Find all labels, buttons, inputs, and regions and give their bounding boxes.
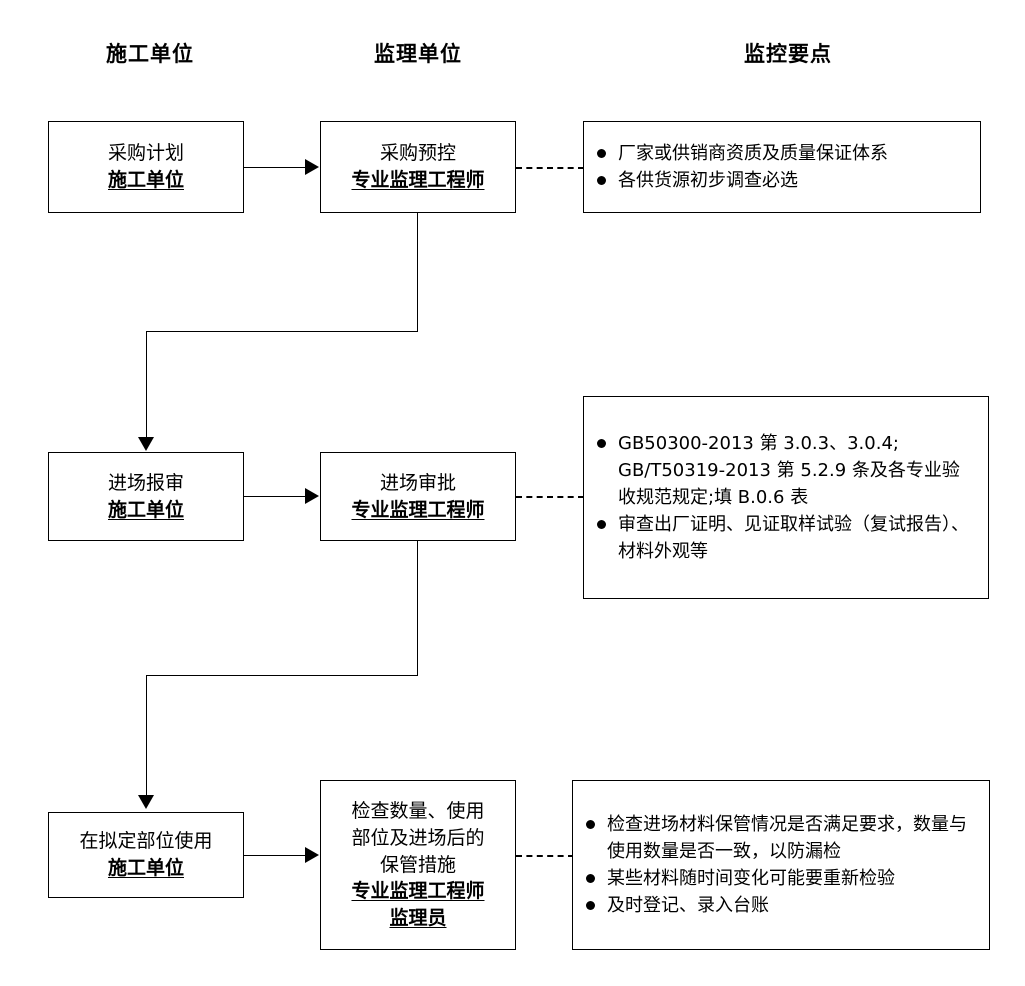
notes-panel-row1: 厂家或供销商资质及质量保证体系 各供货源初步调查必选 — [583, 121, 981, 213]
node-title-line-3: 保管措施 — [379, 853, 456, 876]
arrowhead-r2-mid — [305, 488, 319, 504]
arrowhead-r2-left — [138, 437, 154, 451]
bullet-icon — [597, 175, 606, 185]
note-item: 某些材料随时间变化可能要重新检验 — [585, 865, 975, 892]
note-text: 审查出厂证明、见证取样试验（复试报告）、材料外观等 — [618, 514, 969, 562]
connector-r2-down-segment-2 — [417, 541, 418, 676]
column-header-supervision: 监理单位 — [374, 42, 462, 66]
node-role: 施工单位 — [107, 498, 184, 521]
notes-panel-row3: 检查进场材料保管情况是否满足要求，数量与使用数量是否一致，以防漏检 某些材料随时… — [572, 780, 990, 950]
node-title: 采购预控 — [379, 142, 456, 165]
connector-r2-left-to-mid — [244, 496, 306, 497]
bullet-icon — [597, 148, 606, 158]
node-title-line-2: 部位及进场后的 — [351, 826, 485, 849]
node-entry-approval[interactable]: 进场审批 专业监理工程师 — [320, 452, 516, 541]
node-role-secondary: 监理员 — [389, 907, 447, 930]
note-item: 及时登记、录入台账 — [585, 892, 975, 919]
node-use-at-location[interactable]: 在拟定部位使用 施工单位 — [48, 812, 244, 898]
node-role: 专业监理工程师 — [351, 498, 485, 521]
note-text: 检查进场材料保管情况是否满足要求，数量与使用数量是否一致，以防漏检 — [607, 814, 967, 862]
node-entry-report[interactable]: 进场报审 施工单位 — [48, 452, 244, 541]
arrowhead-r1-mid — [305, 159, 319, 175]
connector-r3-left-to-mid — [244, 855, 306, 856]
connector-r1-left-segment — [146, 331, 418, 332]
bullet-icon — [586, 873, 595, 883]
bullet-icon — [597, 438, 606, 448]
note-item: 检查进场材料保管情况是否满足要求，数量与使用数量是否一致，以防漏检 — [585, 811, 975, 865]
connector-r1-down-segment — [417, 213, 418, 332]
node-role-primary: 专业监理工程师 — [351, 880, 485, 903]
node-role: 专业监理工程师 — [351, 169, 485, 191]
connector-r2-down-segment — [146, 331, 147, 439]
connector-r1-left-to-mid — [244, 167, 306, 168]
dashed-connector-row3 — [516, 855, 574, 857]
notes-panel-row2: GB50300-2013 第 3.0.3、3.0.4; GB/T50319-20… — [583, 396, 989, 599]
note-item: 审查出厂证明、见证取样试验（复试报告）、材料外观等 — [596, 511, 974, 565]
dashed-connector-row2 — [516, 496, 584, 498]
note-text: 厂家或供销商资质及质量保证体系 — [618, 143, 888, 164]
node-role: 施工单位 — [107, 857, 184, 879]
column-header-control-points: 监控要点 — [744, 42, 832, 66]
note-item: 各供货源初步调查必选 — [596, 167, 966, 194]
note-item: 厂家或供销商资质及质量保证体系 — [596, 140, 966, 167]
connector-r3-down-segment — [146, 675, 147, 797]
node-role: 施工单位 — [107, 169, 184, 191]
note-text: 各供货源初步调查必选 — [618, 170, 798, 191]
connector-r2-left-segment-2 — [146, 675, 418, 676]
node-title: 在拟定部位使用 — [79, 830, 213, 853]
node-purchase-precontrol[interactable]: 采购预控 专业监理工程师 — [320, 121, 516, 213]
arrowhead-r3-mid — [305, 847, 319, 863]
note-item: GB50300-2013 第 3.0.3、3.0.4; GB/T50319-20… — [596, 430, 974, 511]
node-title: 进场报审 — [107, 471, 184, 494]
node-title: 采购计划 — [107, 142, 184, 165]
node-purchase-plan[interactable]: 采购计划 施工单位 — [48, 121, 244, 213]
bullet-icon — [586, 819, 595, 829]
node-title: 进场审批 — [379, 471, 456, 494]
bullet-icon — [586, 900, 595, 910]
dashed-connector-row1 — [516, 167, 584, 169]
bullet-icon — [597, 519, 606, 529]
note-text: 某些材料随时间变化可能要重新检验 — [607, 868, 895, 889]
column-header-construction: 施工单位 — [106, 42, 194, 66]
node-title-line-1: 检查数量、使用 — [351, 799, 485, 822]
node-quantity-storage-check[interactable]: 检查数量、使用 部位及进场后的 保管措施 专业监理工程师 监理员 — [320, 780, 516, 950]
arrowhead-r3-left — [138, 795, 154, 809]
note-text: 及时登记、录入台账 — [607, 895, 769, 916]
note-text: GB50300-2013 第 3.0.3、3.0.4; GB/T50319-20… — [618, 433, 960, 508]
